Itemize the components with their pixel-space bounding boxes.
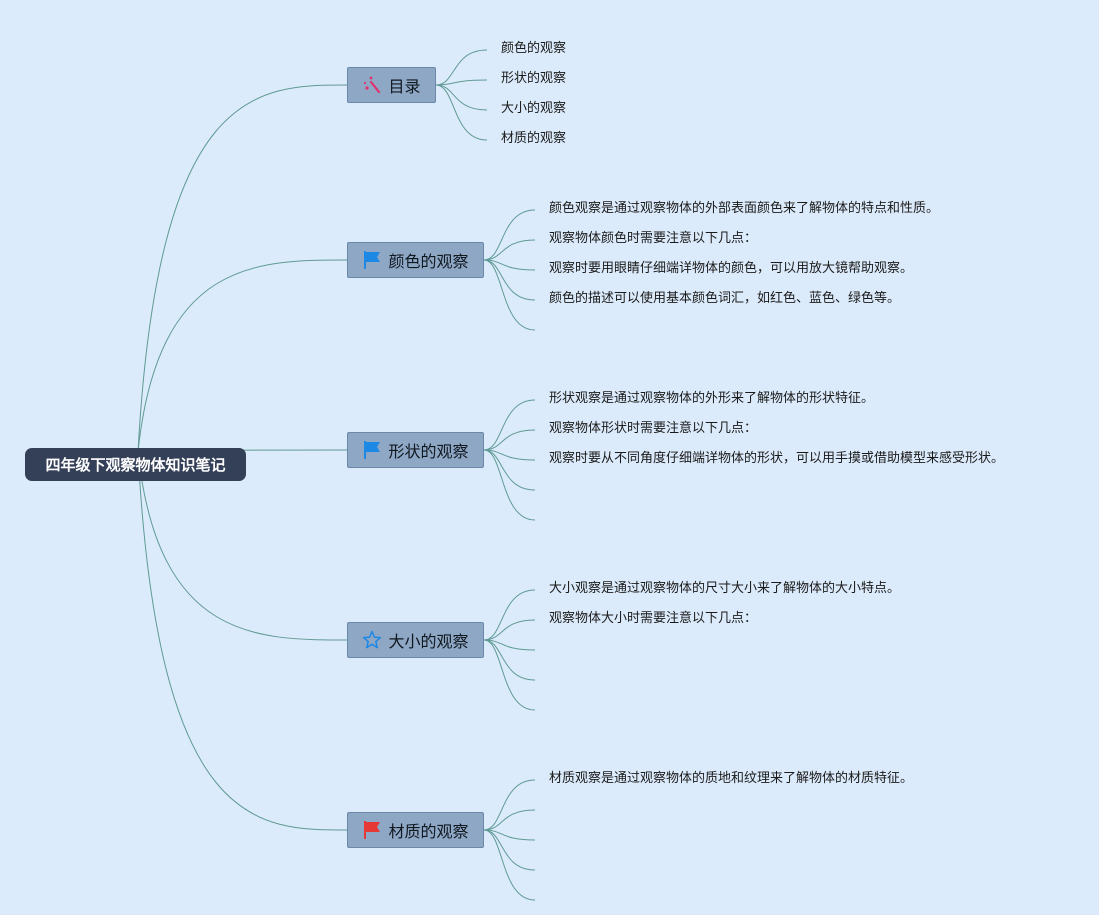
connector-line [483,639,536,681]
star-icon [362,630,382,650]
connector-line [483,809,536,831]
connector-line [435,49,488,86]
leaf-text[interactable]: 观察时要用眼睛仔细端详物体的颜色，可以用放大镜帮助观察。 [549,261,914,276]
wand-icon [362,75,382,95]
blue-flag-icon [362,250,382,270]
branch-node[interactable]: 大小的观察 [347,622,484,658]
leaf-text[interactable]: 大小的观察 [501,101,567,116]
connector-line [483,209,536,261]
connector-line [483,619,536,641]
connector-line [435,84,488,111]
leaf-text[interactable]: 颜色的描述可以使用基本颜色词汇，如红色、蓝色、绿色等。 [549,291,901,306]
connector-line [483,449,536,461]
leaf-text[interactable]: 颜色的观察 [501,41,567,56]
connector-line [483,639,536,651]
connector-line [483,449,536,491]
leaf-text[interactable]: 观察物体大小时需要注意以下几点： [549,611,758,626]
leaf-text[interactable]: 大小观察是通过观察物体的尺寸大小来了解物体的大小特点。 [549,581,901,596]
branch-label: 目录 [388,77,421,96]
connector-line [483,259,536,331]
connector-line [483,259,536,301]
blue-flag-icon [362,440,382,460]
connector-line [483,589,536,641]
connector-line [483,639,536,711]
branch-label: 颜色的观察 [388,252,469,271]
connector-line [435,84,488,141]
connector-line [483,429,536,451]
leaf-text[interactable]: 观察时要从不同角度仔细端详物体的形状，可以用手摸或借助模型来感受形状。 [549,451,1005,466]
connector-line [483,829,536,901]
branch-node[interactable]: 目录 [347,67,436,103]
leaf-text[interactable]: 材质观察是通过观察物体的质地和纹理来了解物体的材质特征。 [549,771,914,786]
connector-line [137,451,348,641]
leaf-text[interactable]: 观察物体颜色时需要注意以下几点： [549,231,758,246]
connector-line [483,239,536,261]
connector-line [435,79,488,86]
leaf-text[interactable]: 材质的观察 [501,131,567,146]
root-label: 四年级下观察物体知识笔记 [45,456,226,474]
connector-line [483,829,536,841]
branch-label: 材质的观察 [388,822,469,841]
leaf-text[interactable]: 形状观察是通过观察物体的外形来了解物体的形状特征。 [549,391,875,406]
connector-line [137,451,348,831]
branch-label: 大小的观察 [388,632,469,651]
connector-line [483,259,536,271]
connector-line [483,399,536,451]
branch-node[interactable]: 颜色的观察 [347,242,484,278]
connector-line [137,84,348,453]
root-node[interactable]: 四年级下观察物体知识笔记 [25,448,246,481]
leaf-text[interactable]: 颜色观察是通过观察物体的外部表面颜色来了解物体的特点和性质。 [549,201,940,216]
branch-node[interactable]: 材质的观察 [347,812,484,848]
connector-line [483,779,536,831]
connector-line [137,259,348,453]
connector-line [483,829,536,871]
leaf-text[interactable]: 观察物体形状时需要注意以下几点： [549,421,758,436]
branch-node[interactable]: 形状的观察 [347,432,484,468]
red-flag-icon [362,820,382,840]
branch-label: 形状的观察 [388,442,469,461]
connector-line [483,449,536,521]
leaf-text[interactable]: 形状的观察 [501,71,567,86]
